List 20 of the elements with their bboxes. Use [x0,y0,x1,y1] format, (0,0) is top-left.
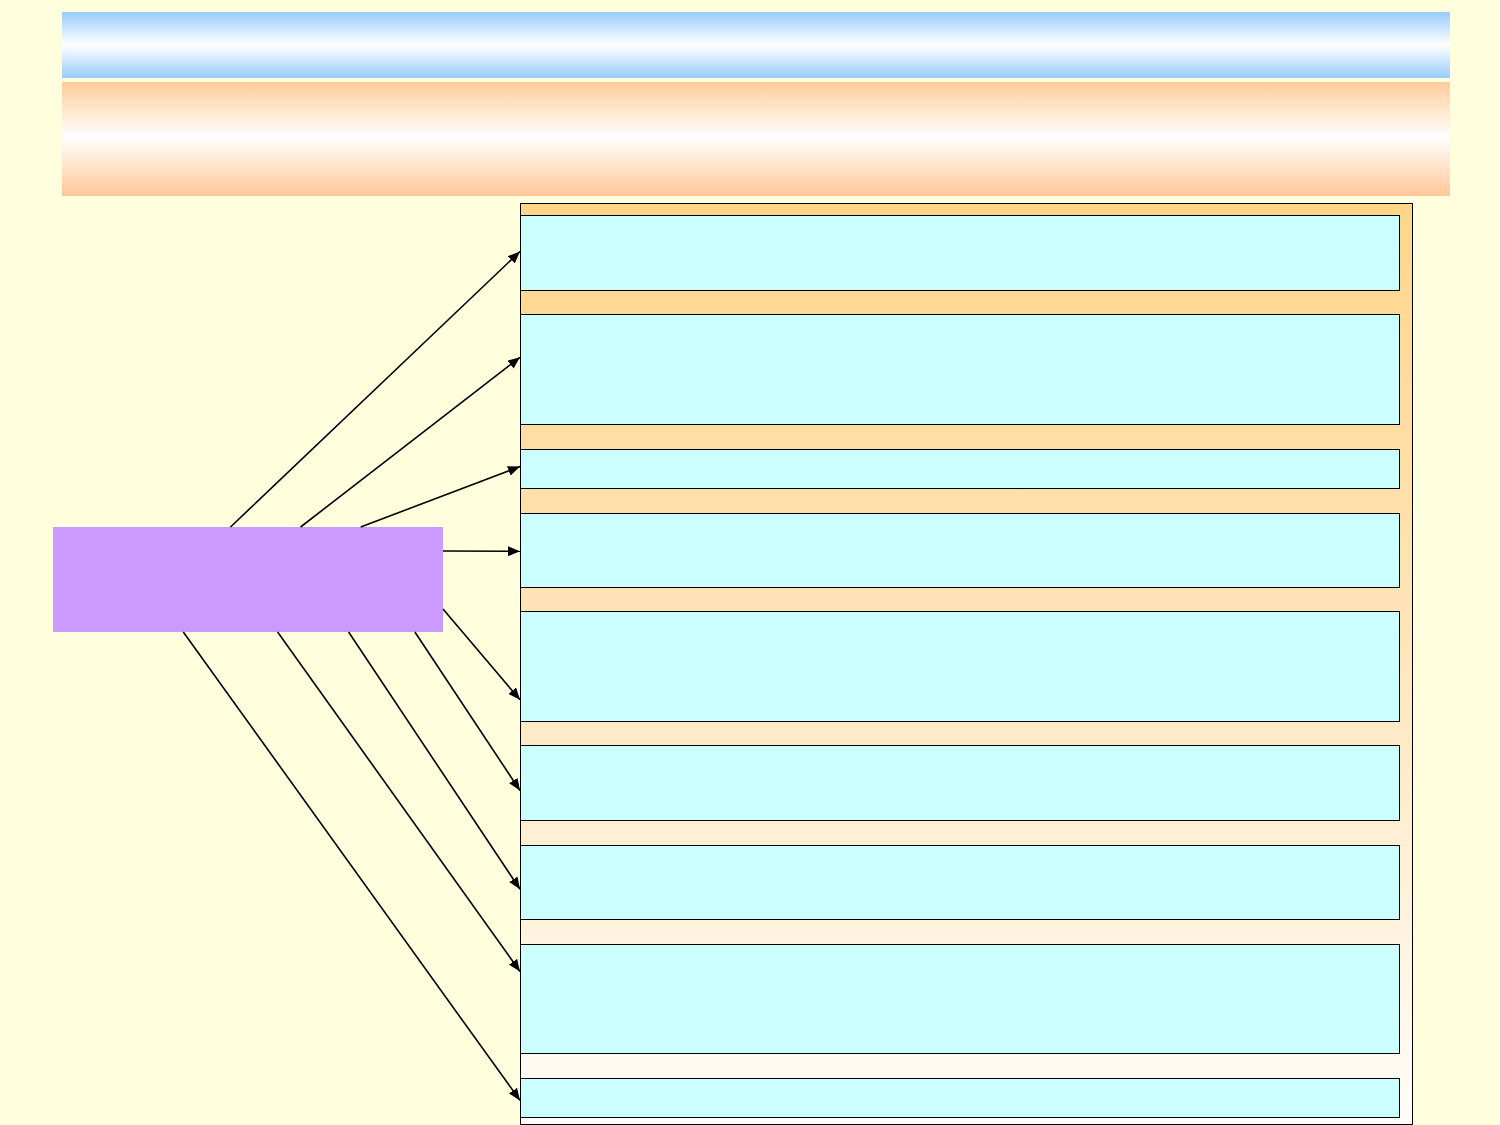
arrow [442,608,521,701]
arrow [359,465,521,528]
list-row-box [520,1078,1400,1118]
list-row-box [520,944,1400,1054]
source-box [53,527,443,632]
list-row-box [520,513,1400,588]
arrow [414,631,521,792]
arrow [276,631,521,973]
arrow [299,356,521,528]
arrow [229,250,521,528]
arrow [442,546,521,557]
list-row-box [520,314,1400,425]
list-row-box [520,745,1400,821]
list-panel [520,203,1413,1125]
arrow [182,631,521,1102]
list-row-box [520,449,1400,489]
list-row-box [520,845,1400,920]
list-row-box [520,611,1400,722]
arrow [347,631,521,891]
list-row-box [520,215,1400,291]
